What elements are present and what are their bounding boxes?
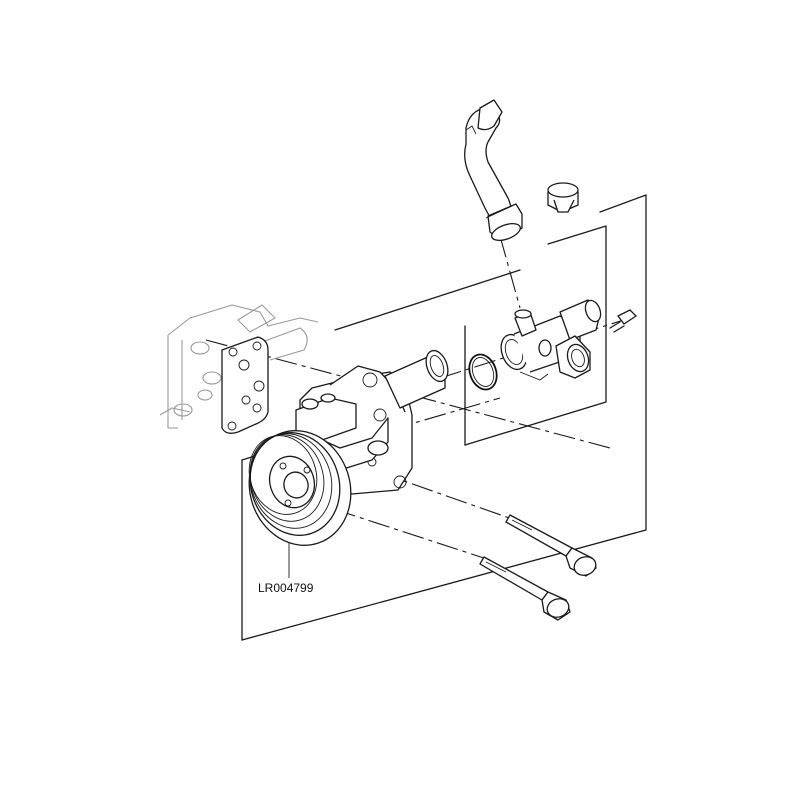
bleed-cap — [547, 182, 579, 213]
coolant-hose — [464, 99, 523, 241]
sub-assembly-frame — [464, 225, 607, 446]
part-label: LR004799 — [258, 581, 314, 595]
o-ring — [468, 353, 498, 391]
thermostat-housing — [500, 299, 602, 381]
engine-block-outline — [159, 304, 319, 429]
pump-pulley — [248, 430, 352, 546]
small-bolt — [609, 309, 637, 333]
part-label-group: LR004799 — [258, 542, 314, 595]
pump-bolt-upper — [505, 514, 597, 577]
gasket — [221, 336, 269, 434]
pump-bolt-lower — [479, 556, 571, 621]
